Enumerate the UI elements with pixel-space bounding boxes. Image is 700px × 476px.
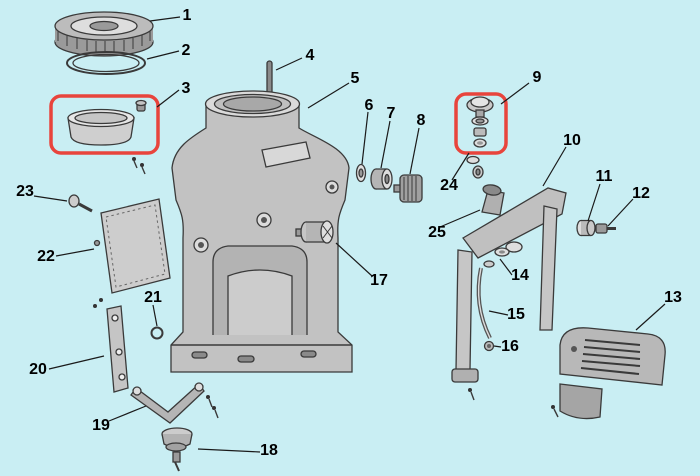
part-label-14: 14 [511, 267, 529, 284]
part-label-12: 12 [632, 185, 650, 202]
part-5-housing [170, 90, 353, 373]
part-12-screw [595, 223, 616, 234]
part-label-19: 19 [92, 417, 110, 434]
part-23-screw [68, 194, 93, 213]
part-label-6: 6 [364, 97, 374, 114]
part-20-bar [93, 298, 129, 393]
part-15-rod [476, 267, 492, 339]
part-label-7: 7 [386, 105, 396, 122]
highlight-box-part-3 [49, 94, 160, 155]
part-label-3: 3 [181, 80, 191, 97]
part-label-4: 4 [305, 47, 315, 64]
part-6-washer [355, 163, 367, 183]
part-4-rod [266, 60, 273, 96]
part-label-25: 25 [428, 224, 446, 241]
part-8-knob [393, 174, 423, 203]
highlight-box-part-9 [454, 92, 508, 155]
part-label-2: 2 [181, 42, 191, 59]
part-3-screws [132, 157, 146, 175]
part-label-13: 13 [664, 289, 682, 306]
part-label-22: 22 [37, 248, 55, 265]
part-16-nut [483, 340, 495, 352]
part-21-ring [150, 326, 164, 340]
part-label-17: 17 [370, 272, 388, 289]
part-label-8: 8 [416, 112, 426, 129]
part-label-24: 24 [440, 177, 458, 194]
part-label-23: 23 [16, 183, 34, 200]
leader-lines [33, 16, 666, 453]
part-label-20: 20 [29, 361, 47, 378]
part-label-21: 21 [144, 289, 162, 306]
part-label-10: 10 [563, 132, 581, 149]
part-label-11: 11 [595, 168, 613, 185]
part-3-bowl [67, 99, 147, 146]
part-label-15: 15 [507, 306, 525, 323]
part-2-gasket [66, 51, 146, 75]
part-22-plate [93, 198, 171, 294]
part-17-mount [295, 220, 334, 244]
part-label-5: 5 [350, 70, 360, 87]
part-9-primer-assembly [466, 96, 494, 148]
part-label-18: 18 [260, 442, 278, 459]
part-19-v-bracket [130, 382, 219, 424]
part-label-1: 1 [182, 7, 192, 24]
part-label-16: 16 [501, 338, 519, 355]
part-11-bolt [576, 219, 596, 237]
part-7-pulley [370, 168, 393, 190]
part-14-nut [483, 247, 510, 268]
part-18-foot [161, 427, 193, 472]
part-label-9: 9 [532, 69, 542, 86]
part-1-air-filter [54, 11, 154, 57]
part-10-bracket [451, 184, 567, 401]
part-24-washers [466, 155, 484, 179]
part-13-engine-cover [551, 327, 666, 420]
